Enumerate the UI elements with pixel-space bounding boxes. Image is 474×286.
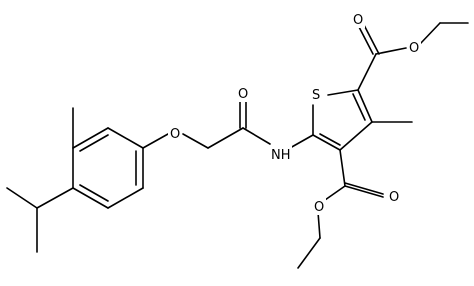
- bond: [242, 127, 271, 145]
- bond: [344, 182, 384, 195]
- bond: [297, 237, 321, 269]
- bond: [312, 134, 341, 151]
- bond: [324, 185, 346, 201]
- bond: [375, 47, 407, 55]
- bond: [419, 22, 441, 45]
- bond: [363, 24, 380, 55]
- bond: [6, 187, 38, 209]
- bond: [339, 149, 346, 187]
- bond: [357, 89, 373, 123]
- bond: [182, 133, 209, 149]
- bond: [72, 187, 109, 209]
- bond: [289, 134, 314, 149]
- sulfur-atom-label: S: [312, 88, 320, 103]
- bond: [79, 134, 109, 152]
- bond: [344, 185, 384, 198]
- bond: [352, 93, 366, 121]
- bond: [207, 127, 244, 149]
- carbonyl-oxygen-label: O: [353, 13, 363, 28]
- bond: [319, 133, 341, 146]
- bond: [107, 127, 144, 149]
- phenoxy-oxygen-label: O: [170, 127, 180, 142]
- bond: [327, 89, 359, 96]
- bond: [72, 127, 109, 149]
- atom-labels: S O O O O NH O O: [168, 10, 421, 215]
- bond: [357, 53, 377, 91]
- bond: [317, 211, 321, 239]
- amide-oxygen-label: O: [238, 87, 248, 102]
- bond: [79, 184, 109, 202]
- ether-oxygen-label: O: [409, 41, 419, 56]
- bond: [142, 133, 169, 149]
- bond: [339, 121, 373, 151]
- carbonyl-oxygen-label: O: [389, 190, 399, 205]
- bonds: [6, 22, 469, 269]
- bond: [36, 187, 74, 209]
- amide-nitrogen-label: NH: [271, 148, 291, 163]
- ether-oxygen-label: O: [314, 200, 324, 215]
- bond: [107, 187, 144, 209]
- bond: [357, 24, 374, 55]
